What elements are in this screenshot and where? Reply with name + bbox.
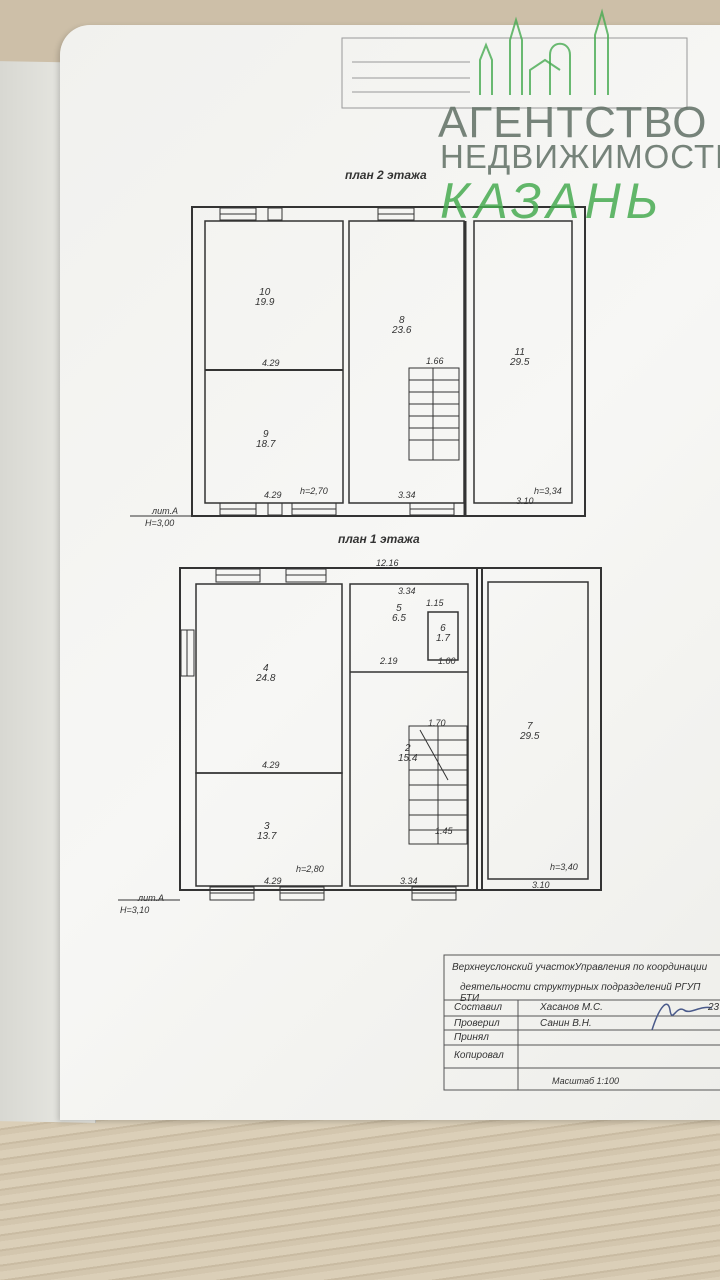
- signature: [651, 1003, 713, 1031]
- dim: 3.10: [532, 880, 550, 890]
- plan2-height: H=3,00: [145, 518, 175, 528]
- dim: 3.34: [400, 876, 418, 886]
- dim: 1.45: [435, 826, 453, 836]
- dim: 1.15: [426, 598, 444, 608]
- stamp-scale: Масштаб 1:100: [552, 1076, 620, 1086]
- plan2-walls: [130, 206, 586, 517]
- watermark-line3: КАЗАНЬ: [440, 173, 664, 229]
- dim: h=2,70: [300, 486, 328, 496]
- plan1-title: план 1 этажа: [338, 532, 420, 546]
- dim: 1.00: [438, 656, 456, 666]
- stamp-row-name: Хасанов М.С.: [540, 1002, 603, 1013]
- dim: 1.70: [428, 718, 446, 728]
- dim: 4.29: [262, 760, 280, 770]
- dim: 3.10: [516, 496, 534, 506]
- watermark-line1: АГЕНТСТВО: [438, 98, 708, 147]
- stamp-corner: 23: [708, 1002, 720, 1013]
- watermark-line2: НЕДВИЖИМОСТИ: [440, 138, 720, 175]
- dim: 3.34: [398, 586, 416, 596]
- table-surface: [0, 1090, 720, 1280]
- stamp-lines: [443, 954, 720, 1091]
- dim: 3.34: [398, 490, 416, 500]
- dim: h=3,34: [534, 486, 562, 496]
- header-box: [341, 37, 688, 109]
- plan1-height: H=3,10: [120, 905, 150, 915]
- plan2-lit: лит.А: [152, 506, 178, 516]
- dim: 1.66: [426, 356, 444, 366]
- stamp-row-name: Санин В.Н.: [540, 1018, 592, 1029]
- dim: h=2,80: [296, 864, 324, 874]
- stamp-org-line2: деятельности структурных подразделений Р…: [460, 982, 701, 1004]
- dim: 4.29: [262, 358, 280, 368]
- dim: 12.16: [376, 558, 399, 568]
- stamp-row-label: Копировал: [454, 1050, 504, 1061]
- plan1-walls: [118, 567, 602, 901]
- plan1-lit: лит.А: [138, 893, 164, 903]
- stamp-row-label: Составил: [454, 1002, 502, 1013]
- watermark-towers-icon: [479, 8, 609, 95]
- dim: 2.19: [380, 656, 398, 666]
- stamp-row-label: Принял: [454, 1032, 489, 1043]
- dim: h=3,40: [550, 862, 578, 872]
- stamp-org-line1: Верхнеуслонский участокУправления по коо…: [452, 962, 708, 973]
- dim: 4.29: [264, 490, 282, 500]
- stamp-row-label: Проверил: [454, 1018, 500, 1029]
- plan2-title: план 2 этажа: [345, 168, 427, 182]
- dim: 4.29: [264, 876, 282, 886]
